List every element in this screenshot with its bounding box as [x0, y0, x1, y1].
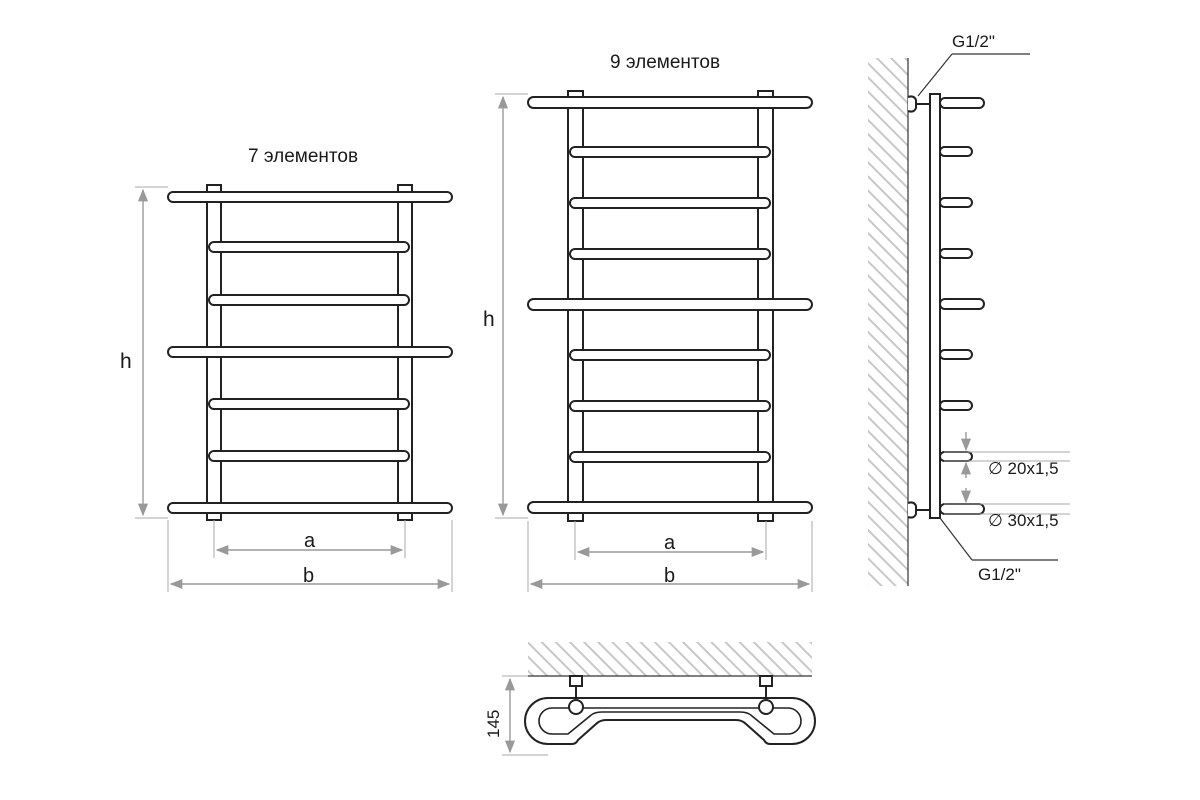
bar-9-8 — [569, 451, 771, 463]
title-9-elements: 9 элементов — [610, 52, 720, 73]
dim-b-label-7: b — [303, 565, 314, 587]
top-collector-left — [568, 699, 584, 715]
bar-9-5 — [527, 298, 813, 311]
side-stub-7 — [939, 400, 973, 411]
side-stub-9 — [939, 503, 985, 515]
thread-top-label: G1/2" — [952, 32, 995, 51]
bar-7-4 — [167, 346, 453, 358]
front-view-7: 7 элементов h a b — [120, 146, 453, 592]
side-stub-2 — [939, 146, 973, 157]
bar-7-7 — [167, 502, 453, 514]
top-outer-bar — [524, 697, 816, 745]
side-fitting-bottom — [907, 501, 917, 519]
side-stub-6 — [939, 349, 973, 360]
side-fitting-top — [907, 95, 917, 113]
bar-7-1 — [167, 191, 453, 203]
top-fitting-right — [759, 675, 773, 687]
bar-9-4 — [569, 248, 771, 260]
bar-9-3 — [569, 197, 771, 209]
dim-h-label-7: h — [120, 350, 132, 373]
dim-h-label-9: h — [483, 308, 495, 331]
wall-hatch-side — [868, 58, 908, 586]
side-stub-5 — [939, 298, 985, 310]
bar-7-2 — [208, 241, 410, 253]
side-stub-3 — [939, 197, 973, 208]
bar-9-2 — [569, 146, 771, 158]
pipe-small-label: ∅ 20x1,5 — [988, 459, 1059, 478]
left-cap-bottom-9 — [567, 512, 584, 522]
bar-7-5 — [208, 398, 410, 410]
side-collector — [929, 93, 941, 519]
depth-label: 145 — [484, 710, 503, 738]
pipe-large-label: ∅ 30x1,5 — [988, 511, 1059, 530]
side-stub-1 — [939, 97, 985, 109]
right-cap-bottom-9 — [757, 512, 774, 522]
bar-9-9 — [527, 501, 813, 514]
top-fitting-left — [569, 675, 583, 687]
side-stub-4 — [939, 248, 973, 259]
dim-a-label-7: a — [304, 530, 316, 552]
side-view: G1/2" ∅ 20x1,5 ∅ 30x1,5 G1/2" — [868, 32, 1070, 586]
dim-b-label-9: b — [664, 565, 675, 587]
wall-hatch-top — [528, 642, 812, 676]
bar-9-6 — [569, 349, 771, 361]
top-view: 145 — [484, 642, 816, 756]
title-7-elements: 7 элементов — [248, 146, 358, 167]
side-stub-8 — [939, 451, 973, 462]
top-inner-bar — [538, 707, 802, 735]
top-collector-right — [758, 699, 774, 715]
front-view-9: 9 элементов h a b — [483, 52, 813, 592]
bar-7-3 — [208, 294, 410, 306]
bar-9-7 — [569, 400, 771, 412]
dim-a-label-9: a — [664, 532, 676, 554]
thread-bottom-label: G1/2" — [978, 565, 1021, 584]
bar-9-1 — [527, 96, 813, 109]
bar-7-6 — [208, 450, 410, 462]
